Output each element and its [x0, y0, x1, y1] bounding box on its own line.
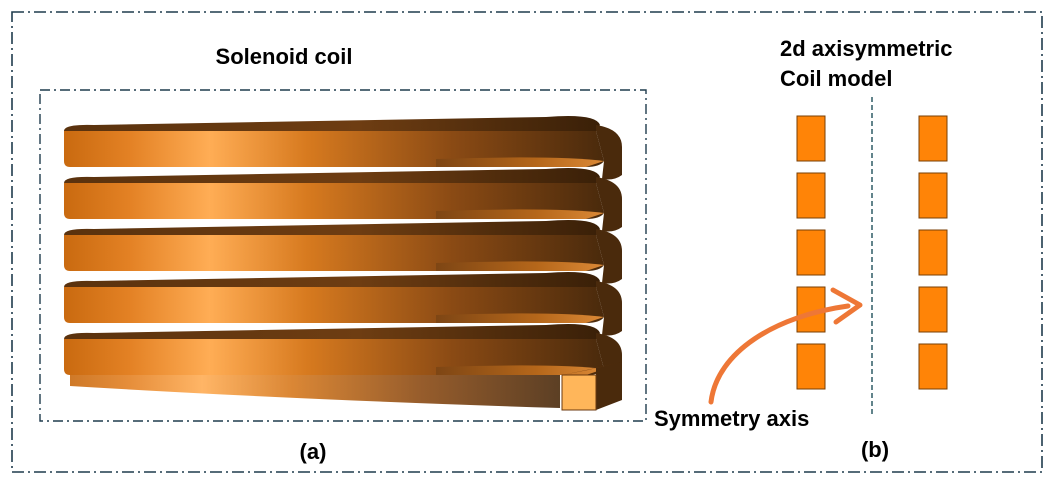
coil-turn-side [596, 229, 622, 284]
cross-section-left [796, 229, 826, 276]
cross-sections-left [796, 115, 826, 390]
panel-a-frame [39, 89, 647, 422]
coil-turn-top-edge [64, 324, 600, 339]
coil-turn-inner [436, 313, 604, 323]
panel-b-title-line2: Coil model [780, 66, 892, 91]
coil-turn-inner [436, 261, 604, 271]
outer-frame [11, 11, 1043, 473]
coil-turn-band [64, 183, 604, 219]
coil-turn-top-edge [64, 272, 600, 287]
cross-section-left [796, 343, 826, 390]
coil-turn-band [64, 131, 604, 167]
symmetry-arrow-curve [708, 303, 851, 405]
cross-section-right [918, 115, 948, 162]
coil-turn-top-edge [64, 168, 600, 183]
coil-turn [64, 116, 622, 180]
coil-turn [64, 220, 622, 284]
symmetry-axis-label: Symmetry axis [654, 406, 809, 431]
cross-section-right [918, 286, 948, 333]
coil-turn-top-edge [64, 116, 600, 131]
coil-turn-side [596, 125, 622, 180]
coil-end-side [596, 362, 622, 410]
coil-turn-band [64, 339, 604, 375]
coil-turn-inner [436, 157, 604, 167]
coil-end-cap [561, 374, 597, 411]
coil-turn-inner [436, 365, 604, 375]
cross-section-left [796, 115, 826, 162]
coil-turn-band [64, 235, 604, 271]
coil-turn-top-edge [64, 220, 600, 235]
coil-turn-inner [436, 209, 604, 219]
symmetry-arrow [708, 287, 863, 405]
coil-turn-band [64, 287, 604, 323]
coil-turn [64, 324, 622, 388]
panel-b-title-line1: 2d axisymmetric [780, 36, 952, 61]
coil-tail [70, 375, 560, 408]
cross-section-right [918, 229, 948, 276]
cross-section-left [796, 172, 826, 219]
panel-a-title: Solenoid coil [216, 44, 353, 69]
panel-b-caption: (b) [861, 437, 889, 462]
solenoid-coil [64, 116, 622, 411]
coil-turn-side [596, 281, 622, 336]
cross-section-right [918, 343, 948, 390]
cross-sections-right [918, 115, 948, 390]
panel-a-caption: (a) [300, 439, 327, 464]
cross-section-right [918, 172, 948, 219]
symmetry-arrow-head [830, 287, 863, 325]
coil-turn [64, 168, 622, 232]
coil-turn [64, 272, 622, 336]
coil-turn-side [596, 177, 622, 232]
